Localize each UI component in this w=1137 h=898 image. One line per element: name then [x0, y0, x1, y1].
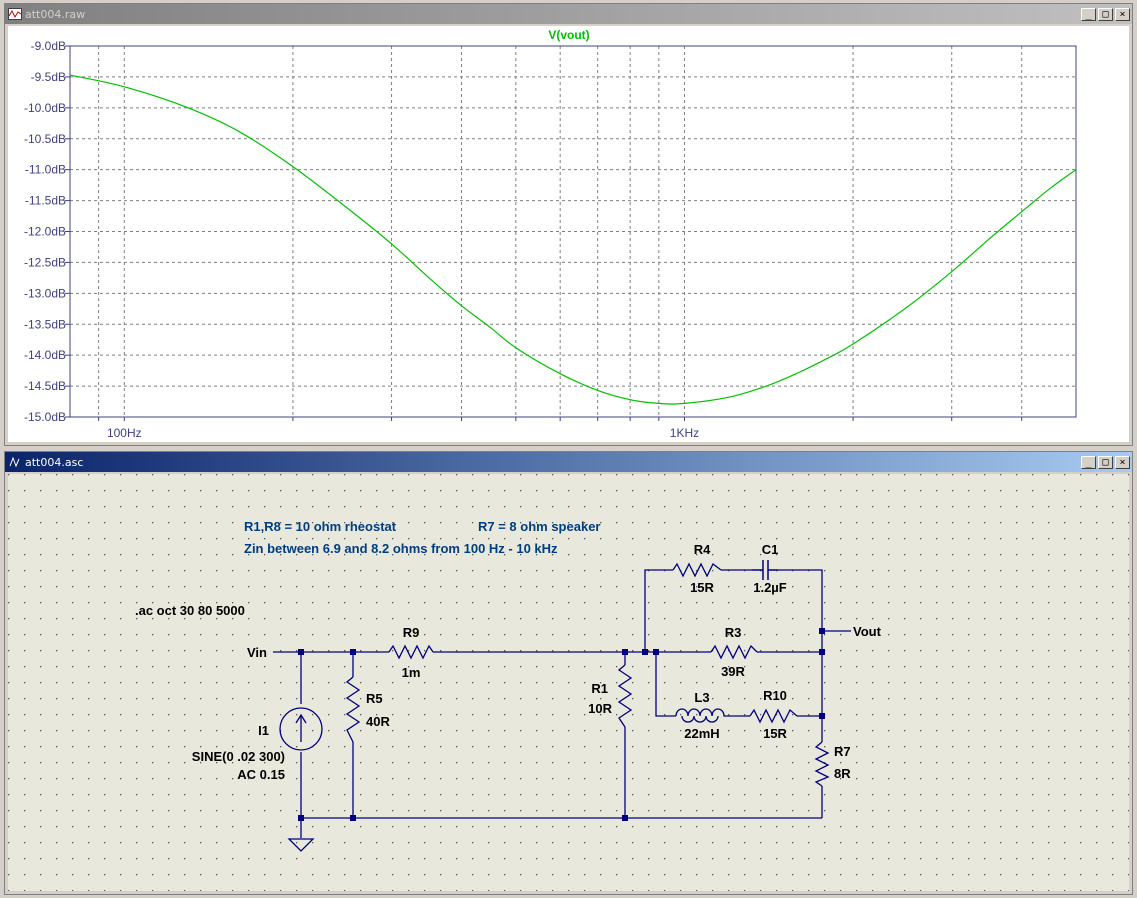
i1-name[interactable]: I1 — [258, 723, 269, 738]
y-tick-label: -9.0dB — [31, 39, 66, 53]
c1-value[interactable]: 1.2µF — [753, 580, 787, 595]
y-tick-label: -10.0dB — [24, 101, 66, 115]
y-tick-label: -13.5dB — [24, 317, 66, 331]
y-tick-label: -13.0dB — [24, 286, 66, 300]
bode-plot[interactable]: -9.0dB -9.5dB -10.0dB -10.5dB -11.0dB -11.5dB… — [8, 26, 1129, 442]
waveform-icon — [8, 8, 22, 20]
close-button[interactable]: × — [1115, 7, 1130, 21]
r7-value[interactable]: 8R — [834, 766, 851, 781]
r9-name[interactable]: R9 — [403, 625, 420, 640]
wires — [273, 569, 851, 838]
i1-value2[interactable]: AC 0.15 — [237, 767, 285, 782]
trace-label[interactable]: V(vout) — [548, 28, 589, 42]
series-line-vout[interactable] — [69, 74, 1077, 405]
schematic-window[interactable]: att004.asc _ □ × — [4, 451, 1133, 895]
resistor-r1[interactable] — [617, 664, 633, 728]
resistor-r9[interactable] — [388, 644, 434, 660]
plot-frame — [69, 45, 1077, 418]
l3-value[interactable]: 22mH — [684, 726, 719, 741]
plot-area[interactable]: -9.0dB -9.5dB -10.0dB -10.5dB -11.0dB -11.5dB… — [8, 26, 1129, 442]
resistor-r3[interactable] — [710, 644, 758, 660]
schematic-canvas[interactable]: R1,R8 = 10 ohm rheostat R7 = 8 ohm speak… — [8, 474, 1129, 891]
plot-window[interactable]: att004.raw _ □ × -9.0dB -9.5dB -10.0dB -10.… — [4, 3, 1133, 446]
l3-name[interactable]: L3 — [694, 690, 709, 705]
y-tick-label: -12.5dB — [24, 255, 66, 269]
r3-value[interactable]: 39R — [721, 664, 745, 679]
r7-name[interactable]: R7 — [834, 744, 851, 759]
y-axis-ticks: -9.0dB -9.5dB -10.0dB -10.5dB -11.0dB -11.5dB… — [24, 39, 66, 424]
net-label-vin[interactable]: Vin — [247, 645, 267, 660]
resistor-r10[interactable] — [749, 708, 798, 724]
c1-name[interactable]: C1 — [762, 542, 779, 557]
r1-value[interactable]: 10R — [588, 701, 612, 716]
y-tick-label: -9.5dB — [31, 70, 66, 84]
schematic-window-title: att004.asc — [25, 455, 84, 469]
restore-button[interactable]: □ — [1098, 7, 1113, 21]
comment-zin[interactable]: Zin between 6.9 and 8.2 ohms from 100 Hz… — [244, 541, 558, 556]
spice-directive[interactable]: .ac oct 30 80 5000 — [135, 603, 245, 618]
comment-rheostat[interactable]: R1,R8 = 10 ohm rheostat — [244, 519, 397, 534]
r5-value[interactable]: 40R — [366, 714, 390, 729]
schematic-window-titlebar[interactable]: att004.asc _ □ × — [5, 452, 1132, 472]
schematic-drawing[interactable]: R1,R8 = 10 ohm rheostat R7 = 8 ohm speak… — [8, 474, 1129, 891]
grid-dots — [8, 474, 1129, 891]
junctions — [298, 628, 825, 821]
y-tick-label: -14.0dB — [24, 348, 66, 362]
net-label-vout[interactable]: Vout — [853, 624, 882, 639]
r9-value[interactable]: 1m — [402, 665, 421, 680]
resistor-r5[interactable] — [345, 676, 361, 743]
restore-button[interactable]: □ — [1098, 455, 1113, 469]
y-tick-label: -14.5dB — [24, 379, 66, 393]
minimize-button[interactable]: _ — [1081, 7, 1096, 21]
x-tick-label: 1KHz — [670, 426, 699, 440]
r1-name[interactable]: R1 — [591, 681, 608, 696]
i1-value[interactable]: SINE(0 .02 300) — [192, 749, 285, 764]
resistor-r7[interactable] — [814, 741, 830, 787]
r10-value[interactable]: 15R — [763, 726, 787, 741]
x-axis-ticks: 100Hz 1KHz — [107, 426, 699, 440]
y-tick-label: -11.5dB — [25, 194, 66, 208]
y-tick-label: -10.5dB — [24, 132, 66, 146]
y-tick-label: -12.0dB — [24, 225, 66, 239]
close-button[interactable]: × — [1115, 455, 1130, 469]
schematic-icon — [8, 456, 22, 468]
r4-name[interactable]: R4 — [694, 542, 711, 557]
r10-name[interactable]: R10 — [763, 688, 787, 703]
y-tick-label: -11.0dB — [25, 163, 66, 177]
plot-background — [8, 26, 1129, 442]
plot-window-title: att004.raw — [25, 7, 86, 21]
minimize-button[interactable]: _ — [1081, 455, 1096, 469]
y-tick-label: -15.0dB — [24, 410, 66, 424]
current-source-i1[interactable] — [279, 707, 323, 751]
r4-value[interactable]: 15R — [690, 580, 714, 595]
capacitor-c1[interactable] — [752, 560, 778, 580]
x-tick-label: 100Hz — [107, 426, 142, 440]
plot-window-titlebar[interactable]: att004.raw _ □ × — [5, 4, 1132, 24]
r5-name[interactable]: R5 — [366, 691, 383, 706]
ground-symbol — [287, 838, 315, 852]
r3-name[interactable]: R3 — [725, 625, 742, 640]
plot-grid — [65, 45, 1076, 421]
resistor-r4[interactable] — [672, 562, 722, 578]
comment-speaker[interactable]: R7 = 8 ohm speaker — [478, 519, 600, 534]
inductor-l3[interactable] — [675, 708, 728, 723]
